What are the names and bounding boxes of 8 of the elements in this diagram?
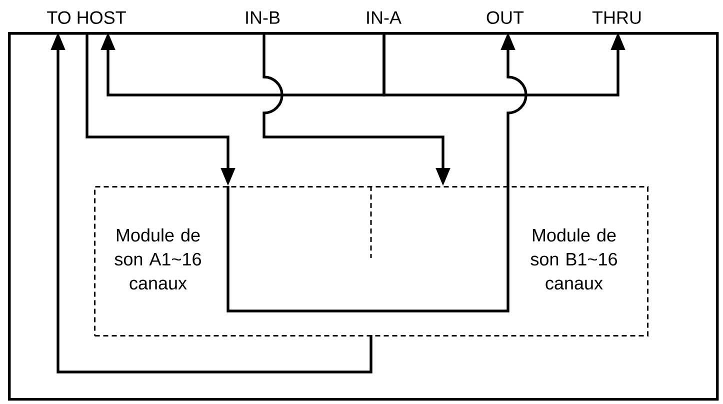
port-label: THRU (592, 11, 641, 24)
port-label: TO HOST (47, 11, 126, 24)
port-label: IN-A (367, 11, 402, 24)
module-box: Module de son A1~16 canaux Module de son B1~16 canaux (94, 186, 648, 336)
port-label: OUT (486, 11, 524, 24)
port-label: IN-B (246, 11, 280, 24)
outer-frame (8, 32, 719, 401)
arrow (100, 32, 386, 96)
